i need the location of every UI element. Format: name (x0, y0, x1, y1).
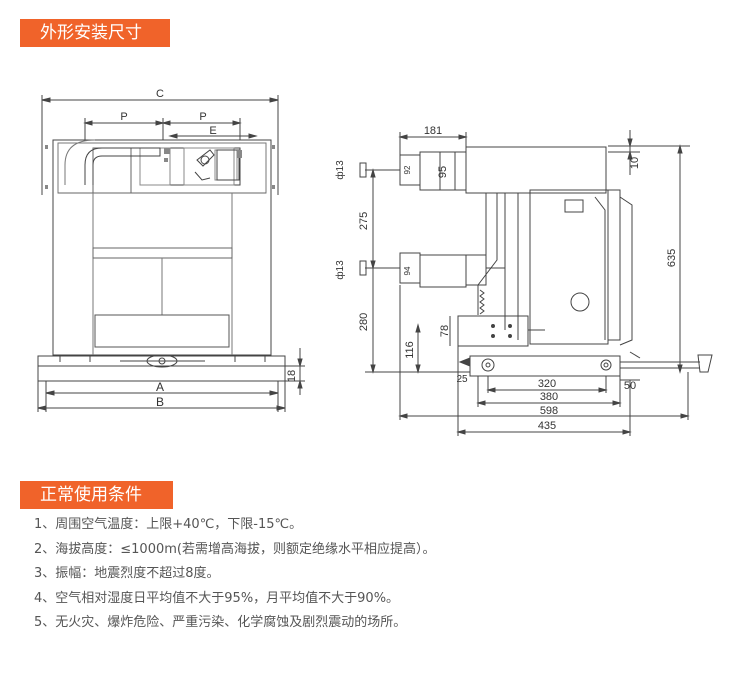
front-view: C P P E (37, 88, 305, 412)
dim-280-label: 280 (358, 313, 370, 331)
dim-25-label: 25 (456, 374, 468, 385)
side-view: 181 10 635 92 95 ф13 275 (334, 125, 713, 436)
conditions-list: 1、周围空气温度：上限+40℃，下限-15℃。 2、海拔高度：≤1000m(若需… (34, 513, 435, 636)
dim-10-label: 10 (629, 157, 641, 169)
dim-95-label: 95 (437, 166, 449, 178)
section-title-conditions: 正常使用条件 (20, 481, 173, 509)
condition-item: 4、空气相对湿度日平均值不大于95%，月平均值不大于90%。 (34, 590, 400, 606)
dim-a-label: A (156, 380, 164, 394)
dim-320-label: 320 (538, 378, 556, 390)
dim-181-label: 181 (424, 125, 442, 137)
condition-item: 2、海拔高度：≤1000m(若需增高海拔，则额定绝缘水平相应提高）。 (34, 541, 436, 557)
dim-94-label: 94 (403, 266, 412, 275)
dim-116-label: 116 (404, 341, 416, 359)
dim-78-label: 78 (439, 325, 451, 337)
dim-380-label: 380 (540, 391, 558, 403)
dim-18-label: 18 (286, 370, 298, 382)
technical-drawing: C P P E (37, 88, 713, 436)
dim-p1-label: P (120, 111, 127, 123)
phi13-top-label: ф13 (334, 160, 346, 180)
dim-435-label: 435 (538, 420, 556, 432)
dim-635-label: 635 (666, 249, 678, 267)
dim-598-label: 598 (540, 405, 558, 417)
dim-275-label: 275 (358, 212, 370, 230)
phi13-mid-label: ф13 (334, 260, 346, 280)
dim-c-label: C (156, 88, 164, 100)
section-title-dimensions: 外形安装尺寸 (20, 19, 170, 47)
dim-b-label: B (156, 395, 164, 409)
dim-92-label: 92 (403, 165, 412, 174)
dim-e-label: E (209, 125, 216, 137)
condition-item: 1、周围空气温度：上限+40℃，下限-15℃。 (34, 517, 303, 532)
dim-p2-label: P (199, 111, 206, 123)
condition-item: 3、振幅：地震烈度不超过8度。 (34, 566, 220, 581)
condition-item: 5、无火灾、爆炸危险、严重污染、化学腐蚀及剧烈震动的场所。 (34, 615, 407, 630)
